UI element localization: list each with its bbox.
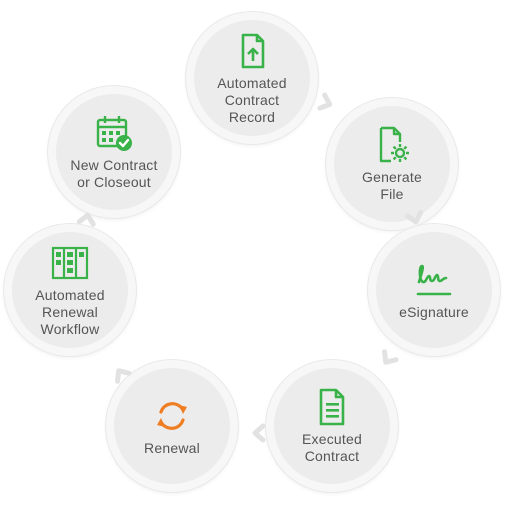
step-new-contract-or-closeout: New Contract or Closeout bbox=[48, 86, 180, 218]
file-gear-icon bbox=[372, 125, 412, 165]
step-executed-contract: Executed Contract bbox=[266, 360, 398, 492]
document-lines-icon bbox=[312, 387, 352, 427]
step-label: eSignature bbox=[399, 303, 469, 320]
calendar-check-icon bbox=[94, 113, 134, 153]
step-label: Generate File bbox=[362, 169, 422, 202]
step-automated-contract-record: Automated Contract Record bbox=[186, 12, 318, 144]
step-automated-renewal-workflow: Automated Renewal Workflow bbox=[4, 224, 136, 356]
step-renewal: Renewal bbox=[106, 360, 238, 492]
step-label: New Contract or Closeout bbox=[70, 157, 158, 190]
arrow-connector-5 bbox=[106, 359, 137, 390]
arrow-connector-1 bbox=[312, 89, 340, 117]
arrow-connector-2 bbox=[402, 205, 429, 232]
step-label: Executed Contract bbox=[302, 431, 362, 464]
arrow-connector-3 bbox=[373, 344, 404, 375]
renew-arrows-icon bbox=[152, 396, 192, 436]
contract-upload-icon bbox=[232, 31, 272, 71]
kanban-board-icon bbox=[50, 243, 90, 283]
step-label: Automated Contract Record bbox=[217, 74, 287, 125]
step-label: Renewal bbox=[144, 439, 200, 456]
arrow-connector-6 bbox=[74, 206, 99, 231]
arrow-connector-4 bbox=[248, 422, 270, 444]
step-generate-file: Generate File bbox=[326, 98, 458, 230]
step-label: Automated Renewal Workflow bbox=[35, 286, 105, 337]
signature-icon bbox=[414, 260, 454, 300]
step-esignature: eSignature bbox=[368, 224, 500, 356]
